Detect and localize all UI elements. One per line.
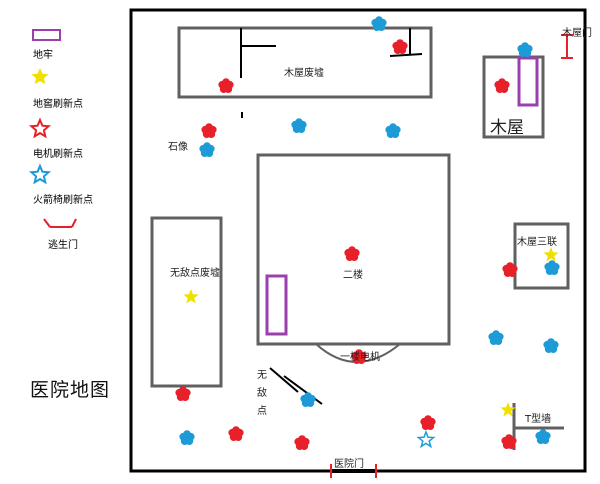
- rocket-chair-spawn-marker: [371, 16, 387, 31]
- invincible-spot-wall: [269, 367, 299, 393]
- hatch-spawn-marker: [543, 247, 559, 262]
- label-cabin-ruins: 木屋废墟: [284, 68, 324, 79]
- label-cabin: 木屋: [490, 118, 524, 138]
- label-invincible-spot: 无敌点: [257, 370, 267, 417]
- label-invincible-ruins: 无敌点废墟: [170, 268, 220, 279]
- legend-exit-gate-label: 逃生门: [48, 240, 78, 251]
- generator-spawn-marker: [351, 349, 367, 364]
- main-building-outline: [256, 153, 451, 346]
- label-second-floor: 二楼: [343, 270, 363, 281]
- dungeon-rect-icon: [32, 29, 61, 41]
- label-cabin-gate: 木屋门: [562, 28, 592, 39]
- exit-gate-icon: [43, 218, 77, 228]
- rocket-chair-spawn-marker: [416, 429, 436, 449]
- rocket-chair-spawn-marker: [179, 430, 195, 445]
- generator-spawn-marker: [392, 39, 408, 54]
- rocket-chair-spawn-marker: [517, 42, 533, 57]
- red-star-icon: [28, 117, 52, 139]
- rocket-chair-spawn-marker: [543, 338, 559, 353]
- generator-spawn-marker: [494, 78, 510, 93]
- legend-rocket-chair-label: 火箭椅刷新点: [33, 195, 93, 206]
- cabin-outline: [482, 55, 545, 139]
- generator-spawn-marker: [420, 415, 436, 430]
- generator-spawn-marker: [294, 435, 310, 450]
- rocket-chair-spawn-marker: [300, 392, 316, 407]
- generator-spawn-marker: [201, 123, 217, 139]
- label-t-wall: T型墙: [525, 414, 552, 425]
- map-title: 医院地图: [30, 379, 111, 401]
- cabin-dungeon: [517, 56, 539, 107]
- label-cabin-triple: 木屋三联: [517, 237, 557, 248]
- legend-hatch-label: 地窖刷新点: [33, 99, 83, 110]
- invincible-spot-wall: [283, 375, 323, 405]
- rocket-chair-spawn-marker: [385, 123, 401, 139]
- hatch-spawn-marker: [500, 402, 516, 417]
- legend-dungeon-label: 地牢: [33, 50, 53, 61]
- generator-spawn-marker: [344, 246, 360, 261]
- yellow-star-icon: [31, 68, 49, 85]
- generator-spawn-marker: [218, 78, 234, 93]
- rocket-chair-spawn-marker: [544, 260, 560, 275]
- legend-generator-label: 电机刷新点: [33, 149, 83, 160]
- generator-spawn-marker: [228, 426, 244, 441]
- rocket-chair-spawn-marker: [488, 330, 504, 345]
- ruins-inner-wall: [389, 53, 423, 57]
- cabin-triple-outline: [513, 222, 570, 290]
- hatch-spawn-marker: [183, 289, 199, 304]
- rocket-chair-spawn-marker: [291, 118, 307, 133]
- invincible-ruins-outline: [150, 216, 223, 388]
- generator-spawn-marker: [502, 262, 518, 277]
- main-building-dungeon: [265, 274, 288, 336]
- generator-spawn-marker: [175, 386, 191, 401]
- label-first-floor-generator: 一楼电机: [340, 352, 380, 363]
- rocket-chair-spawn-marker: [535, 429, 551, 444]
- cabin-ruins-outline: [177, 26, 433, 99]
- label-hospital-gate: 医院门: [334, 459, 364, 470]
- label-statue: 石像: [168, 142, 188, 153]
- blue-star-icon: [28, 163, 52, 185]
- rocket-chair-spawn-marker: [199, 142, 215, 158]
- generator-spawn-marker: [501, 434, 517, 449]
